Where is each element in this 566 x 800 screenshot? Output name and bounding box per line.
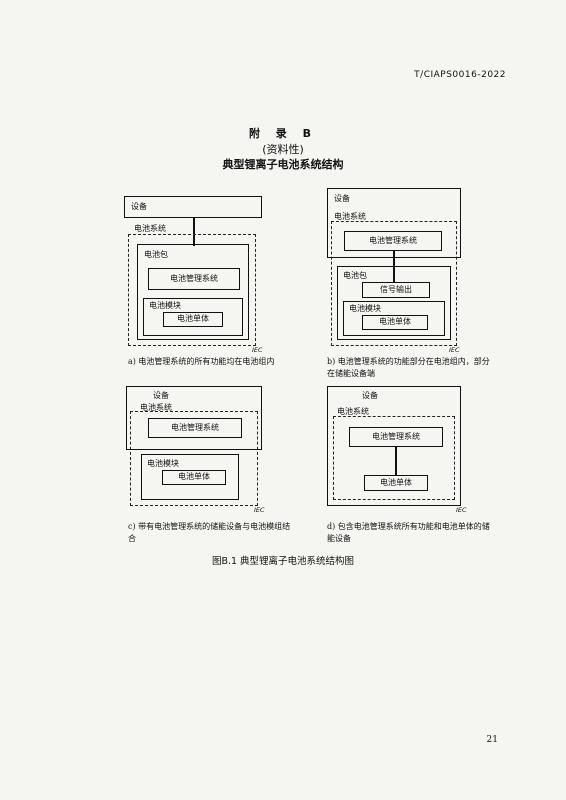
device-label: 设备 — [362, 391, 378, 400]
battery-cell-box: 电池单体 — [163, 312, 223, 327]
device-label: 设备 — [131, 202, 147, 211]
battery-pack-box — [137, 244, 249, 340]
battery-module-box — [343, 301, 445, 336]
iec-label: IEC — [456, 506, 467, 514]
battery-module-box — [141, 454, 239, 500]
battery-cell-box: 电池单体 — [362, 315, 428, 330]
battery-system-label: 电池系统 — [334, 212, 366, 221]
battery-cell-label: 电池单体 — [379, 317, 411, 326]
bms-label: 电池管理系统 — [369, 236, 417, 245]
iec-label: IEC — [449, 346, 460, 354]
bms-box: 电池管理系统 — [349, 427, 443, 447]
battery-module-label: 电池模块 — [149, 301, 181, 310]
battery-cell-label: 电池单体 — [380, 478, 412, 487]
figure-caption: 图B.1 典型锂离子电池系统结构图 — [211, 556, 355, 567]
appendix-heading: 典型锂离子电池系统结构 — [222, 158, 344, 171]
bms-label: 电池管理系统 — [372, 432, 420, 441]
iec-label: IEC — [252, 346, 263, 354]
signal-output-box: 信号输出 — [362, 282, 430, 298]
connector-line — [393, 251, 395, 283]
device-box — [126, 386, 262, 450]
signal-output-label: 信号输出 — [380, 285, 412, 294]
caption-c: c) 带有电池管理系统的储能设备与电池模组结合 — [128, 522, 291, 543]
device-box — [327, 386, 461, 506]
battery-cell-box: 电池单体 — [162, 470, 226, 485]
battery-module-label: 电池模块 — [349, 304, 381, 313]
battery-system-label: 电池系统 — [140, 403, 172, 412]
connector-line — [193, 218, 195, 246]
caption-b: b) 电池管理系统的功能部分在电池组内，部分在储能设备端 — [327, 357, 490, 378]
bms-box: 电池管理系统 — [148, 268, 240, 290]
device-label: 设备 — [153, 391, 169, 400]
battery-cell-label: 电池单体 — [178, 472, 210, 481]
battery-system-box — [130, 411, 258, 506]
appendix-title: 附 录 B — [248, 127, 318, 140]
caption-a: a) 电池管理系统的所有功能均在电池组内 — [128, 357, 275, 366]
bms-label: 电池管理系统 — [170, 274, 218, 283]
device-label: 设备 — [334, 194, 350, 203]
caption-d: d) 包含电池管理系统所有功能和电池单体的储能设备 — [327, 522, 490, 543]
battery-system-label: 电池系统 — [134, 224, 166, 233]
bms-box: 电池管理系统 — [344, 231, 442, 251]
device-box: 设备 — [124, 196, 262, 218]
battery-system-label: 电池系统 — [337, 407, 369, 416]
battery-system-box — [333, 416, 455, 500]
appendix-nature: (资料性) — [262, 143, 304, 156]
document-code: T/CIAPS0016-2022 — [414, 70, 506, 80]
battery-module-label: 电池模块 — [147, 459, 179, 468]
battery-cell-label: 电池单体 — [177, 314, 209, 323]
iec-label: IEC — [254, 506, 265, 514]
connector-line — [395, 447, 397, 475]
battery-system-box — [331, 221, 457, 346]
battery-pack-label: 电池包 — [343, 271, 367, 280]
page-number: 21 — [486, 735, 498, 745]
bms-box: 电池管理系统 — [148, 418, 242, 438]
battery-cell-box: 电池单体 — [364, 475, 428, 491]
battery-pack-label: 电池包 — [144, 250, 168, 259]
battery-module-box — [143, 298, 243, 336]
battery-pack-box — [337, 266, 451, 340]
bms-label: 电池管理系统 — [171, 423, 219, 432]
battery-system-box — [128, 234, 256, 346]
